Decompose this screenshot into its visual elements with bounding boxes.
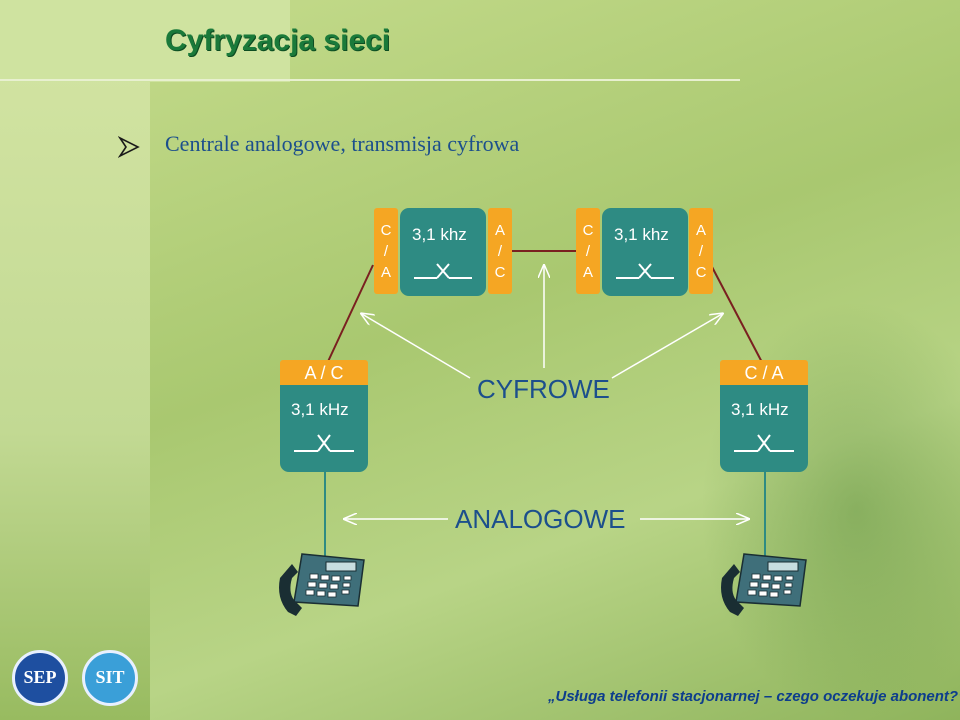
telephone-icon: [279, 553, 365, 616]
telephone-icon: [721, 553, 807, 616]
title-underline: [0, 79, 740, 81]
label-analog: ANALOGOWE: [455, 504, 626, 534]
converter-char: C: [582, 222, 594, 239]
digital-link-right: [710, 264, 766, 369]
converter-ac-upper-left: A / C: [488, 208, 512, 294]
converter-char: C: [695, 264, 707, 281]
bullet-text: Centrale analogowe, transmisja cyfrowa: [165, 131, 520, 156]
slide-footer: „Usługa telefonii stacjonarnej – czego o…: [548, 688, 960, 705]
sit-logo: SIT: [82, 650, 138, 706]
digital-arrow-right: [611, 314, 722, 379]
converter-char: A: [582, 264, 593, 281]
converter-char: /: [585, 243, 591, 260]
converter-char: /: [383, 243, 389, 260]
converter-char: C: [380, 222, 392, 239]
converter-char: A: [695, 222, 706, 239]
bullet-arrow-icon: [118, 136, 140, 158]
converter-ca-upper-right: C / A: [576, 208, 600, 294]
exchange-bandwidth: 3,1 khz: [614, 225, 669, 244]
slide-title: Cyfryzacja sieci: [165, 24, 391, 57]
sit-logo-text: SIT: [95, 667, 125, 687]
digital-arrow-left: [362, 314, 471, 379]
switch-icon: [734, 434, 794, 452]
exchange-upper-left: 3,1 khz: [400, 208, 486, 296]
converter-ac-upper-right: A / C: [689, 208, 713, 294]
switch-icon: [414, 263, 472, 279]
sep-logo: SEP: [12, 650, 68, 706]
switch-icon: [616, 263, 674, 279]
label-digital: CYFROWE: [477, 374, 610, 404]
title-bar: [0, 0, 290, 82]
exchange-left: 3,1 kHz: [280, 385, 368, 472]
converter-char: /: [497, 243, 503, 260]
converter-char: C: [494, 264, 506, 281]
sep-logo-text: SEP: [23, 667, 57, 687]
terminal-bandwidth: 3,1 kHz: [291, 400, 349, 419]
exchange-upper-right: 3,1 khz: [602, 208, 688, 296]
exchange-bandwidth: 3,1 khz: [412, 225, 467, 244]
switch-icon: [294, 434, 354, 452]
converter-char: A: [494, 222, 505, 239]
slide-left-band: [0, 0, 150, 720]
converter-ac-left: A / C: [280, 360, 368, 386]
converter-ca-upper-left: C / A: [374, 208, 398, 294]
exchange-right: 3,1 kHz: [720, 385, 808, 472]
converter-char: A: [380, 264, 391, 281]
digital-link-left: [324, 264, 374, 369]
terminal-bandwidth: 3,1 kHz: [731, 400, 789, 419]
converter-ca-right: C / A: [720, 360, 808, 386]
converter-char: /: [698, 243, 704, 260]
